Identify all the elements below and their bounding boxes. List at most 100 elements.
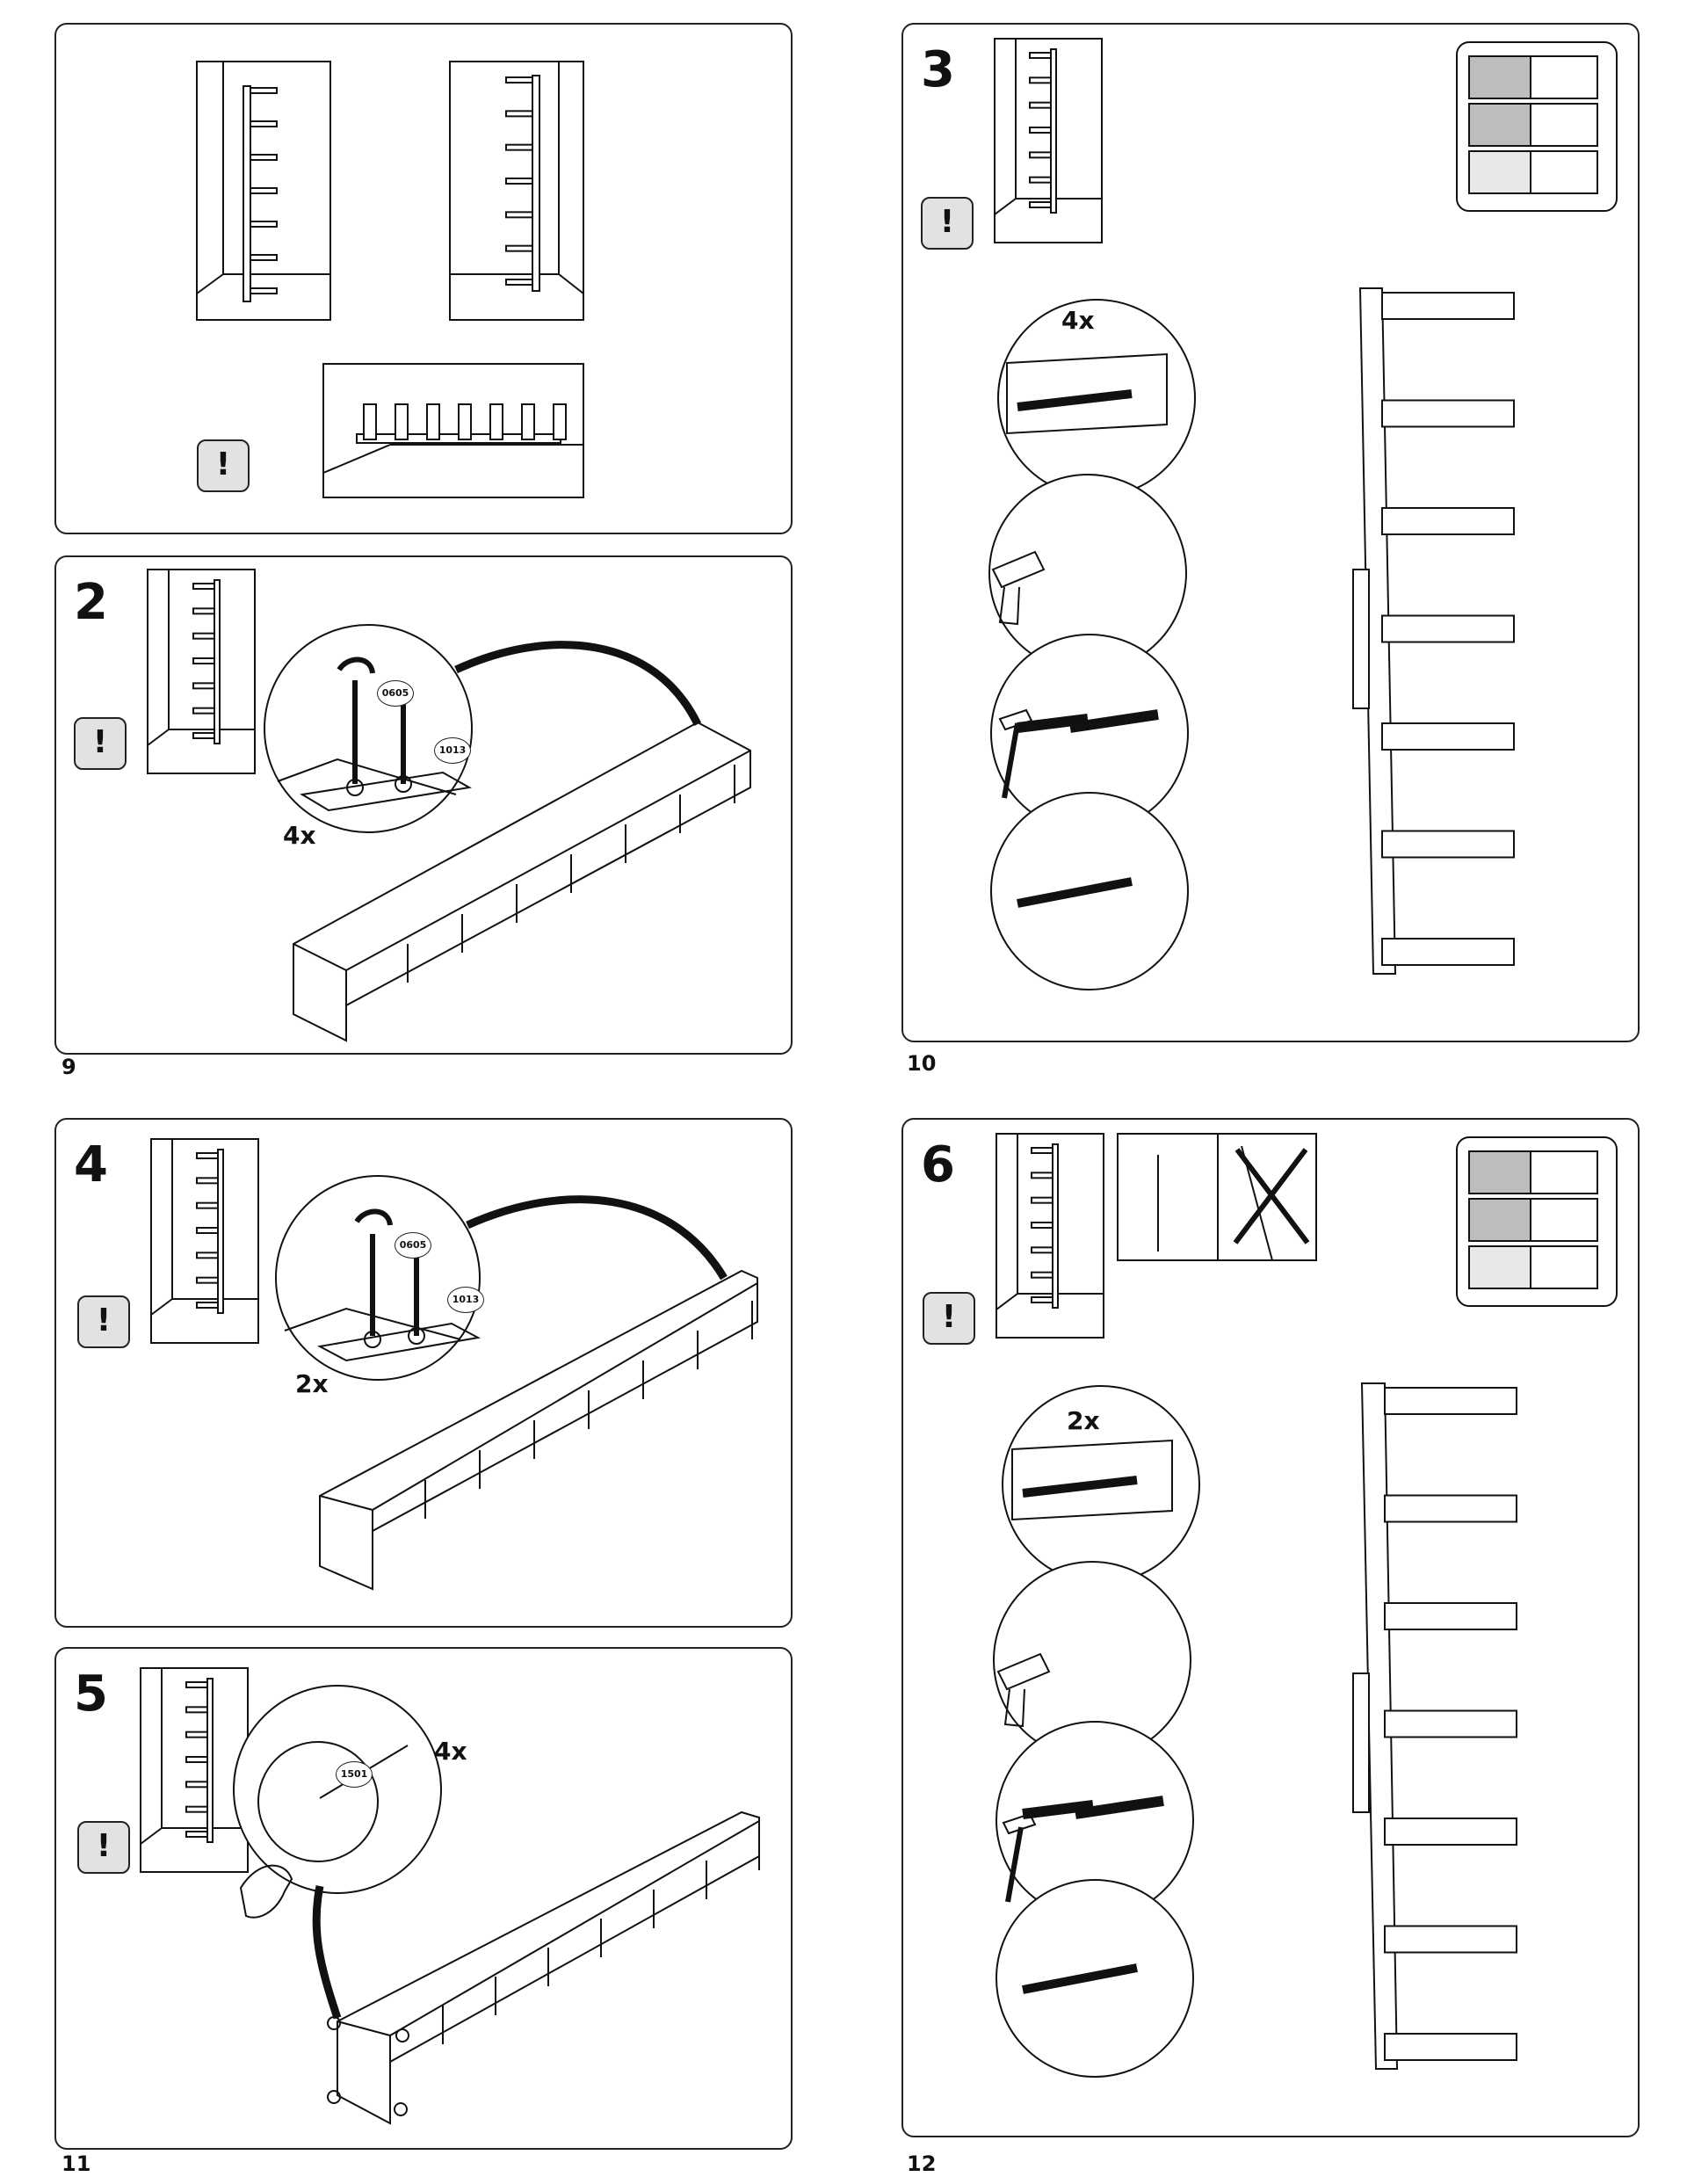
shelf-board — [1381, 830, 1515, 859]
shelf-corner-right-illustration — [449, 61, 584, 321]
shelf-board — [1029, 201, 1052, 208]
shelf-board — [395, 403, 409, 440]
shelf-board — [250, 221, 278, 228]
warning-icon: ! — [77, 1295, 130, 1348]
step-4-panel: 4 ! 0605 1013 2x — [54, 1118, 793, 1628]
shelf-board — [1031, 1172, 1053, 1179]
shelf-board — [1029, 151, 1052, 159]
step-1-illustrations — [196, 61, 584, 498]
part-label-screw: 0605 — [395, 1232, 431, 1259]
shelf-board — [1031, 1271, 1053, 1279]
step-4-illustrations — [150, 1138, 758, 1591]
warning-icon: ! — [197, 439, 250, 492]
shelf-board — [185, 1706, 208, 1714]
shelf-board — [196, 1227, 219, 1234]
shelf-board — [505, 76, 533, 83]
screw-icon — [370, 1234, 419, 1336]
step-number: 2 — [74, 574, 108, 631]
step-2-panel: 2 ! 0605 1013 — [54, 555, 793, 1055]
hammer-icon — [1002, 1812, 1037, 1903]
shelf-board — [1381, 507, 1515, 535]
shelf-board — [192, 583, 215, 590]
page-number: 10 — [907, 1051, 937, 1076]
shelf-board — [1031, 1222, 1053, 1229]
page-number: 12 — [907, 2151, 937, 2176]
shelf-board — [192, 657, 215, 664]
step-6-panel: 6 — [901, 1118, 1640, 2137]
shelf-board — [1384, 1925, 1517, 1954]
shelf-board — [196, 1177, 219, 1185]
shelf-board — [1381, 292, 1515, 320]
warning-icon: ! — [923, 1292, 975, 1345]
drill-icon — [996, 1652, 1051, 1728]
shelf-board — [250, 187, 278, 194]
shelf-board — [185, 1681, 208, 1688]
shelf-board — [196, 1201, 219, 1209]
hammer-icon — [998, 708, 1033, 799]
shelf-board — [489, 403, 503, 440]
quantity-label: 4x — [1061, 306, 1095, 335]
shelf-board — [250, 120, 278, 127]
shelf-board — [1031, 1296, 1053, 1303]
shelf-corner-left-illustration — [196, 61, 331, 321]
shelf-board — [1384, 1602, 1517, 1630]
shelf-board — [192, 732, 215, 739]
shelf-board — [1029, 101, 1052, 109]
shelf-board — [1381, 722, 1515, 751]
shelf-board — [196, 1276, 219, 1284]
shelf-board — [505, 143, 533, 151]
shelf-board — [1384, 2033, 1517, 2061]
part-label-screw: 0605 — [377, 680, 414, 707]
shelf-board — [458, 403, 472, 440]
shelf-horizontal-illustration — [322, 363, 584, 498]
quantity-label: 4x — [434, 1737, 467, 1766]
shelf-board — [1031, 1196, 1053, 1204]
step-number: 4 — [74, 1136, 108, 1194]
step-2-illustrations — [147, 569, 751, 1042]
warning-icon: ! — [74, 717, 127, 770]
page-number: 11 — [62, 2151, 91, 2176]
shelf-board — [196, 1302, 219, 1309]
shelf-board — [505, 279, 533, 286]
shelf-board — [196, 1252, 219, 1259]
shelf-board — [505, 178, 533, 185]
part-label-plate: 1013 — [447, 1287, 484, 1313]
shelf-board — [185, 1831, 208, 1838]
shelf-board — [1029, 52, 1052, 59]
drill-icon — [991, 550, 1046, 626]
shelf-board — [196, 1152, 219, 1159]
step-5-illustrations — [140, 1667, 760, 2125]
shelf-board — [505, 211, 533, 219]
step-number: 6 — [921, 1136, 955, 1194]
quantity-label: 2x — [295, 1369, 329, 1398]
shelf-board — [1029, 76, 1052, 84]
quantity-label: 4x — [283, 821, 316, 850]
shelf-board — [1381, 938, 1515, 966]
shelf-board — [250, 287, 278, 294]
shelf-board — [1384, 1387, 1517, 1415]
shelf-board — [1029, 127, 1052, 134]
shelf-board — [553, 403, 567, 440]
shelf-board — [1381, 614, 1515, 643]
shelf-board — [192, 607, 215, 615]
shelf-board — [185, 1781, 208, 1789]
shelf-board — [250, 87, 278, 94]
step-number: 3 — [921, 41, 955, 98]
shelf-board — [1384, 1494, 1517, 1523]
shelf-board — [505, 244, 533, 252]
shelf-board — [250, 254, 278, 261]
screw-icon — [352, 680, 406, 784]
warning-icon: ! — [921, 197, 974, 250]
cross-mark-icon — [1233, 1148, 1310, 1244]
part-label-cap: 1501 — [336, 1761, 373, 1788]
shelf-board — [185, 1756, 208, 1763]
shelf-board — [521, 403, 535, 440]
warning-icon: ! — [77, 1821, 130, 1874]
step-5-panel: 5 ! 1501 4x — [54, 1647, 793, 2150]
shelf-board — [192, 682, 215, 690]
quantity-label: 2x — [1067, 1406, 1100, 1435]
shelf-board — [505, 110, 533, 118]
shelf-board — [1384, 1818, 1517, 1846]
shelf-board — [1381, 399, 1515, 428]
shelf-board — [192, 707, 215, 715]
